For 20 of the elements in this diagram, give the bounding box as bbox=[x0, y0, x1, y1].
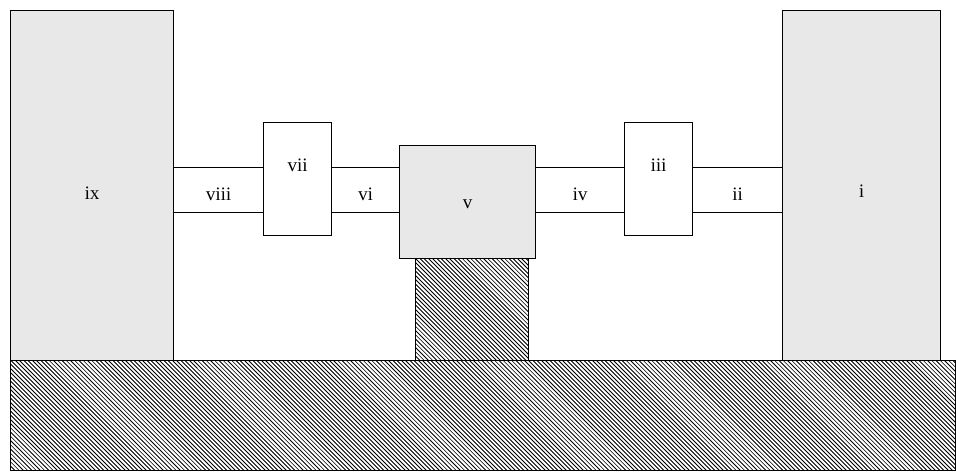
connecting-bar bbox=[692, 167, 783, 213]
block bbox=[624, 122, 693, 236]
part-label: i bbox=[858, 182, 864, 201]
hatched-pedestal bbox=[415, 258, 529, 361]
part-label: ii bbox=[732, 184, 743, 204]
part-label: v bbox=[462, 192, 472, 212]
connecting-bar bbox=[173, 167, 264, 213]
block bbox=[263, 122, 332, 236]
part-label: iii bbox=[650, 156, 666, 174]
central-block bbox=[399, 145, 536, 259]
part-label: iv bbox=[572, 184, 588, 204]
wall-block bbox=[782, 10, 941, 361]
part-label: vi bbox=[358, 184, 373, 204]
hatched-ground bbox=[10, 360, 956, 471]
part-label: viii bbox=[206, 184, 232, 204]
part-label: ix bbox=[84, 184, 100, 203]
connecting-bar bbox=[331, 167, 400, 213]
part-label: vii bbox=[287, 156, 308, 174]
connecting-bar bbox=[535, 167, 625, 213]
wall-block bbox=[10, 10, 174, 361]
